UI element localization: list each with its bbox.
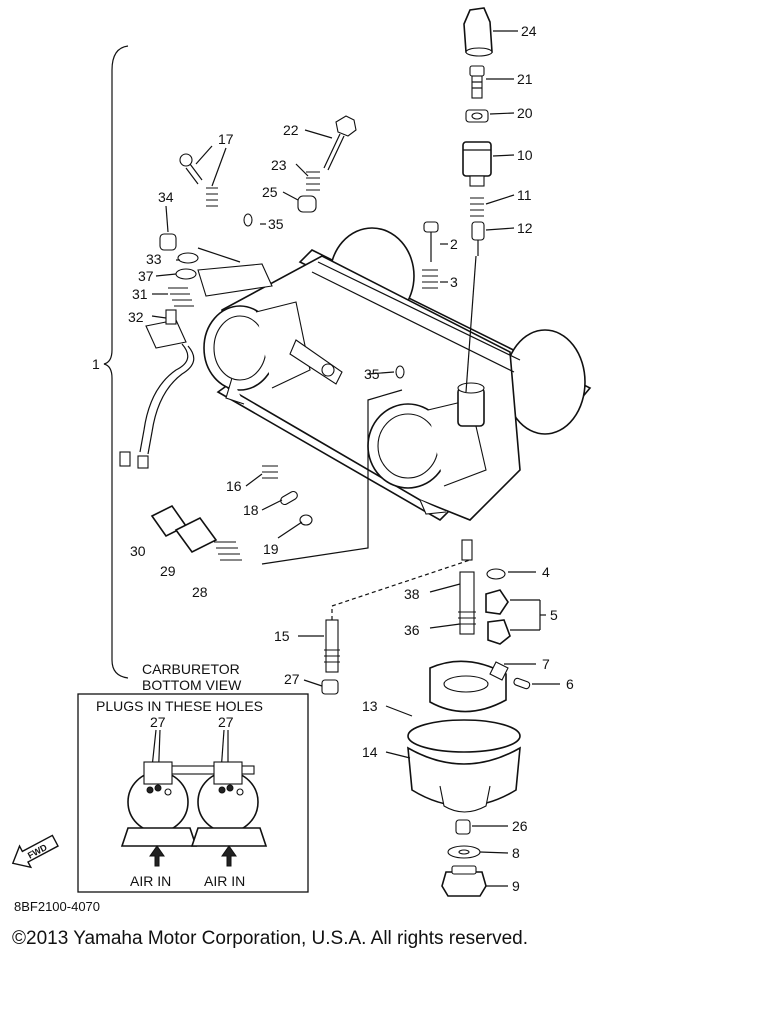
callout-26: 26 <box>512 818 528 834</box>
inset-title-line2: BOTTOM VIEW <box>142 677 242 693</box>
callout-31: 31 <box>132 286 148 302</box>
callout-35-lower: 35 <box>364 366 380 382</box>
leader-lines <box>151 30 560 887</box>
callout-8: 8 <box>512 845 520 861</box>
callout-37: 37 <box>138 268 154 284</box>
callout-23: 23 <box>271 157 287 173</box>
callout-2: 2 <box>450 236 458 252</box>
callout-21: 21 <box>517 71 533 87</box>
callout-25: 25 <box>262 184 278 200</box>
callout-24: 24 <box>521 23 537 39</box>
callout-labels: 24 21 20 10 11 12 22 17 23 25 35 34 2 3 … <box>92 23 574 894</box>
inset-frame <box>77 693 309 893</box>
callout-18: 18 <box>243 502 259 518</box>
forward-arrow-icon: FWD <box>11 834 59 869</box>
inset-ref-left: 27 <box>150 714 166 730</box>
callout-12: 12 <box>517 220 533 236</box>
diagram-code: 8BF2100-4070 <box>14 899 101 914</box>
callout-1: 1 <box>92 356 100 372</box>
callout-30: 30 <box>130 543 146 559</box>
callout-22: 22 <box>283 122 299 138</box>
callout-27: 27 <box>284 671 300 687</box>
small-parts-upper <box>119 115 439 469</box>
inset-title-line1: CARBURETOR <box>142 661 240 677</box>
top-part-stack <box>462 7 493 393</box>
callout-35-upper: 35 <box>268 216 284 232</box>
callout-36: 36 <box>404 622 420 638</box>
callout-17: 17 <box>218 131 234 147</box>
inset-ref-right: 27 <box>218 714 234 730</box>
air-in-left-label: AIR IN <box>130 873 171 889</box>
callout-14: 14 <box>362 744 378 760</box>
assembly-bracket <box>103 45 129 679</box>
callout-16: 16 <box>226 478 242 494</box>
callout-38: 38 <box>404 586 420 602</box>
small-parts-lower <box>321 539 531 897</box>
callout-6: 6 <box>566 676 574 692</box>
copyright-notice: ©2013 Yamaha Motor Corporation, U.S.A. A… <box>12 928 528 949</box>
callout-5: 5 <box>550 607 558 623</box>
inset-subtitle: PLUGS IN THESE HOLES <box>96 698 263 714</box>
callout-3: 3 <box>450 274 458 290</box>
callout-34: 34 <box>158 189 174 205</box>
callout-7: 7 <box>542 656 550 672</box>
callout-9: 9 <box>512 878 520 894</box>
callout-33: 33 <box>146 251 162 267</box>
small-parts-middle <box>150 365 405 565</box>
callout-11: 11 <box>517 187 532 203</box>
callout-15: 15 <box>274 628 290 644</box>
bottom-view-inset: CARBURETOR BOTTOM VIEW PLUGS IN THESE HO… <box>77 661 309 893</box>
callout-4: 4 <box>542 564 550 580</box>
callout-32: 32 <box>128 309 144 325</box>
callout-20: 20 <box>517 105 533 121</box>
callout-28: 28 <box>192 584 208 600</box>
callout-19: 19 <box>263 541 279 557</box>
air-in-right-label: AIR IN <box>204 873 245 889</box>
choke-assembly <box>197 247 273 297</box>
callout-29: 29 <box>160 563 176 579</box>
callout-13: 13 <box>362 698 378 714</box>
callout-10: 10 <box>517 147 533 163</box>
